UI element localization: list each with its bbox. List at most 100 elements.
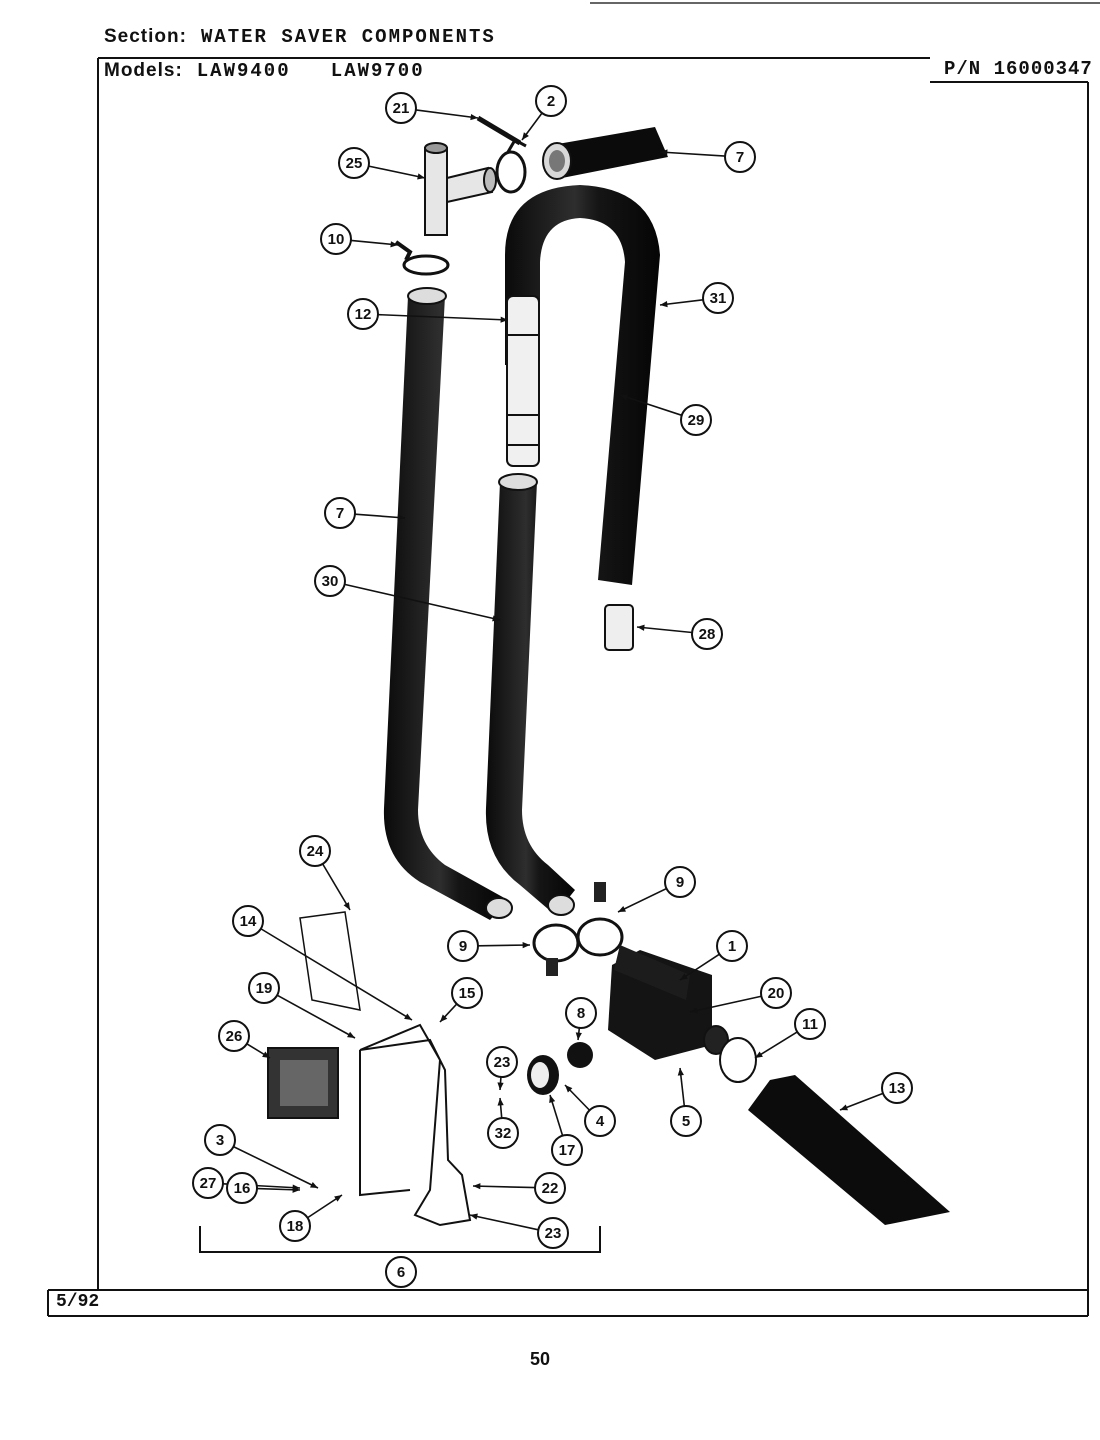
leader-arrowhead [500,316,508,323]
callout-number: 9 [676,874,684,891]
bracket-assembly [267,1023,472,1227]
section-title: WATER SAVER COMPONENTS [200,26,496,48]
cap-17 [527,1055,559,1095]
leader-arrowhead [404,1013,412,1020]
callout-18: 18 [279,1194,343,1242]
callout-circle [248,972,280,1004]
callout-19: 19 [248,972,356,1039]
hose-31-u-bend [505,185,660,585]
callout-16: 16 [226,1172,301,1204]
leader-line [415,109,479,119]
section-heading: Section:WATER SAVER COMPONENTS [104,26,496,48]
callout-circle [534,1172,566,1204]
leader-line [617,887,667,913]
leader-arrowhead [390,241,398,248]
leader-arrowhead [497,1098,504,1106]
leader-line [354,513,406,519]
callout-number: 1 [728,938,736,955]
callout-9: 9 [617,866,696,913]
callout-30: 30 [314,565,501,622]
callout-number: 3 [216,1132,224,1149]
callout-circle [447,930,479,962]
callout-29: 29 [619,394,712,436]
callout-number: 22 [542,1180,559,1197]
leader-line [689,995,762,1013]
leader-arrowhead [522,941,530,949]
panel-24 [299,911,361,1011]
leader-arrowhead [620,394,628,401]
callout-24: 24 [299,835,351,911]
leader-arrowhead [840,1104,848,1111]
callout-23: 23 [486,1046,518,1091]
leader-arrowhead [680,973,688,980]
callout-26: 26 [218,1020,271,1059]
callout-number: 17 [559,1142,576,1159]
callout-14: 14 [232,905,413,1021]
callout-circle [535,85,567,117]
callout-circle [338,147,370,179]
valve-assembly [608,945,757,1083]
callout-circle [218,1020,250,1052]
leader-line [260,928,413,1021]
leader-arrowhead [292,1186,300,1193]
callout-circle [385,1256,417,1288]
callout-number: 26 [226,1028,243,1045]
callout-number: 29 [688,412,705,429]
leader-line [477,944,531,947]
callout-6: 6 [385,1256,417,1288]
leader-arrowhead [522,132,529,140]
callout-number: 7 [736,149,744,166]
leader-arrowhead [637,624,645,631]
callout-number: 12 [355,306,372,323]
callout-circle [664,866,696,898]
callout-12: 12 [347,298,509,330]
callout-number: 5 [682,1113,690,1130]
callout-25: 25 [338,147,426,180]
hose-7-long [383,287,513,920]
callout-31: 31 [659,282,734,314]
callout-circle [232,905,264,937]
leader-arrowhead [575,1032,582,1040]
sleeve-28 [604,604,634,651]
callout-number: 32 [495,1125,512,1142]
leader-arrowhead [497,1082,504,1090]
leader-line [619,394,683,417]
callout-circle [314,565,346,597]
callout-number: 24 [307,843,324,860]
callout-number: 23 [494,1054,511,1071]
callout-circle [691,618,723,650]
page-number: 50 [530,1349,551,1369]
callout-number: 30 [322,573,339,590]
callout-number: 16 [234,1180,251,1197]
callout-circle [204,1124,236,1156]
callout-8: 8 [565,997,597,1041]
leader-arrowhead [262,1051,270,1058]
leader-arrowhead [334,1195,342,1202]
leader-arrowhead [347,1031,355,1038]
leader-arrowhead [755,1051,763,1058]
models-list: LAW9400 LAW9700 [196,60,425,82]
screw-21 [476,115,522,146]
page-frame [47,57,1089,1317]
clamp-10 [394,240,450,276]
callout-circle [347,298,379,330]
callout-circle [565,997,597,1029]
leader-line [350,239,399,246]
callout-circle [702,282,734,314]
callout-circle [487,1117,519,1149]
leader-line [276,994,356,1039]
callout-number: 23 [545,1225,562,1242]
hose-30 [485,473,575,916]
leader-arrowhead [397,514,405,521]
models-heading: Models:LAW9400 LAW9700 [104,60,425,82]
callout-4: 4 [564,1084,616,1137]
callout-circle [486,1046,518,1078]
leader-arrowhead [343,902,350,910]
callout-circle [760,977,792,1009]
callout-circle [551,1134,583,1166]
hose-7-upper [542,127,668,180]
callout-10: 10 [320,223,399,255]
callout-number: 9 [459,938,467,955]
clamp-2 [495,137,527,194]
callout-7: 7 [659,141,756,173]
